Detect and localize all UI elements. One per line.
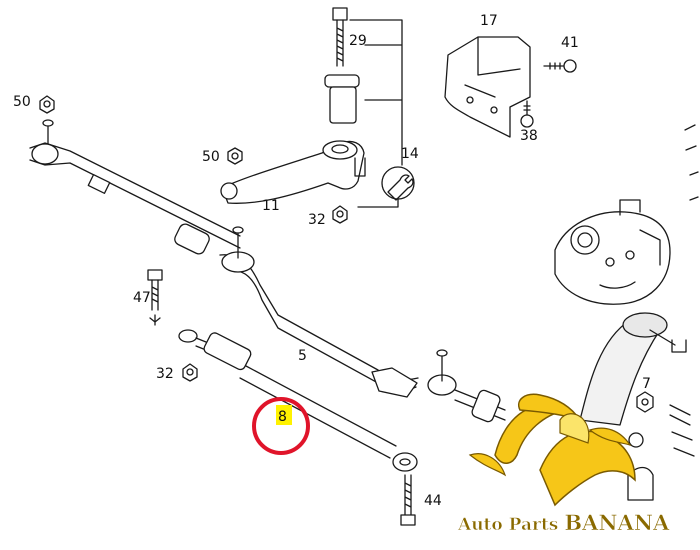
part-number-44: 44 [424,493,442,509]
part-number-17: 17 [480,13,498,29]
steering-damper-8 [178,329,418,472]
part-number-50-top: 50 [13,94,31,110]
highlight-circle [252,397,310,455]
part-number-29: 29 [349,33,367,49]
highlight-label-bg [276,405,292,425]
watermark-text-b: BANANA [564,510,670,535]
part-number-11: 11 [262,198,280,214]
part-number-8: 8 [278,409,287,425]
screw-38 [520,100,534,128]
part-number-5: 5 [298,348,307,364]
nut-32-top [332,205,348,224]
pitman-arm [579,312,695,501]
part-number-50-mid: 50 [202,149,220,165]
part-number-38: 38 [520,128,538,144]
watermark-text-a: Auto Parts [457,515,564,535]
bushing-part [324,74,360,124]
part-number-14: 14 [401,146,419,162]
bolt-29 [332,7,348,67]
drag-link-5 [219,226,419,398]
wrench-tool-icon [381,166,415,201]
tie-rod-outer-left [29,119,241,255]
part-number-32-left: 32 [156,366,174,382]
idler-arm-11 [220,140,366,204]
mounting-bracket-17 [444,36,531,138]
part-number-41: 41 [561,35,579,51]
watermark-text: Auto Parts BANANA [457,510,670,535]
tie-rod-outer-right [427,349,506,423]
part-number-32-top: 32 [308,212,326,228]
part-number-7: 7 [642,376,651,392]
part-number-47: 47 [133,290,151,306]
nut-32-left [182,363,198,382]
bolt-44 [400,474,416,526]
banana-logo [468,393,636,507]
nut-50-mid [227,147,243,165]
nut-7 [636,391,654,413]
bolt-47 [147,269,163,326]
steering-gear-box [554,124,699,305]
screw-41 [543,59,577,73]
nut-50-top [39,95,55,114]
